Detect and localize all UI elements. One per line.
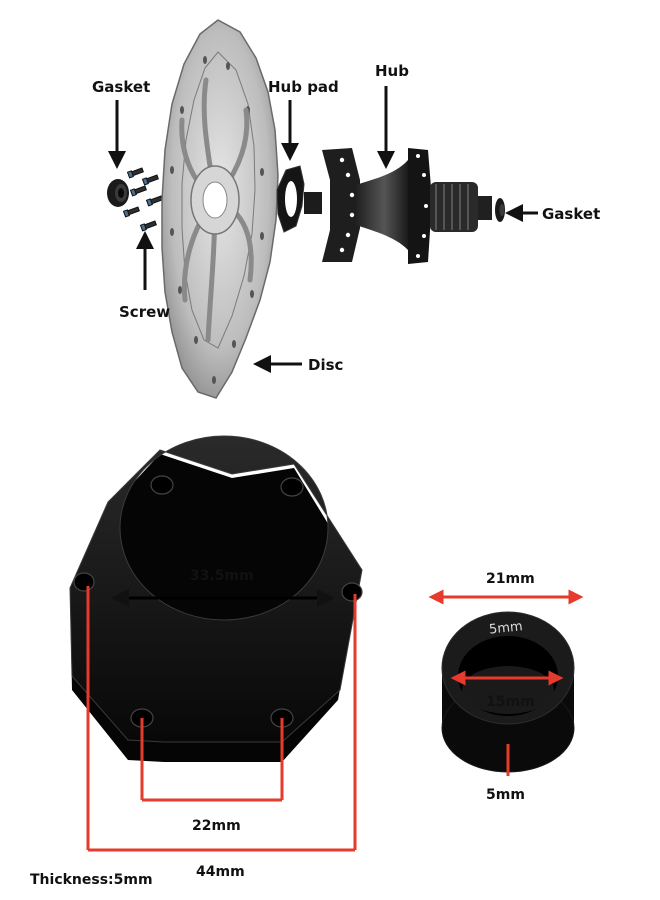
disc-label: Disc — [308, 356, 343, 374]
hub-part — [304, 148, 492, 264]
screws-part — [122, 167, 163, 232]
spacer-ring-view: 21mm 5mm 15mm 5mm — [428, 571, 584, 803]
hub-pad-part — [276, 165, 305, 233]
bolt-spacing-short-label: 22mm — [192, 818, 241, 834]
bolt-spacing-long-label: 44mm — [196, 864, 245, 880]
inner-diameter-label: 33.5mm — [190, 568, 254, 584]
gasket-right-part — [495, 198, 505, 222]
thickness-label: Thickness:5mm — [30, 872, 153, 888]
disc-adapter-view: 33.5mm 22mm 44mm Thickness:5mm — [30, 435, 363, 888]
gasket-left-part — [107, 179, 129, 207]
spacer-width-label: 5mm — [486, 787, 525, 803]
spacer-inner-label: 15mm — [486, 694, 535, 710]
callout-arrows — [108, 86, 538, 373]
spacer-outer-label: 21mm — [486, 571, 535, 587]
hub-label: Hub — [375, 62, 409, 80]
disc-rotor-part — [161, 19, 279, 399]
gasket-left-label: Gasket — [92, 78, 150, 96]
gasket-right-label: Gasket — [542, 205, 600, 223]
hub-pad-label: Hub pad — [268, 78, 339, 96]
screw-label: Screw — [119, 303, 170, 321]
exploded-view: Gasket Hub pad Hub Gasket Screw Disc — [92, 19, 600, 399]
spacer-engraving-label: 5mm — [488, 619, 523, 637]
